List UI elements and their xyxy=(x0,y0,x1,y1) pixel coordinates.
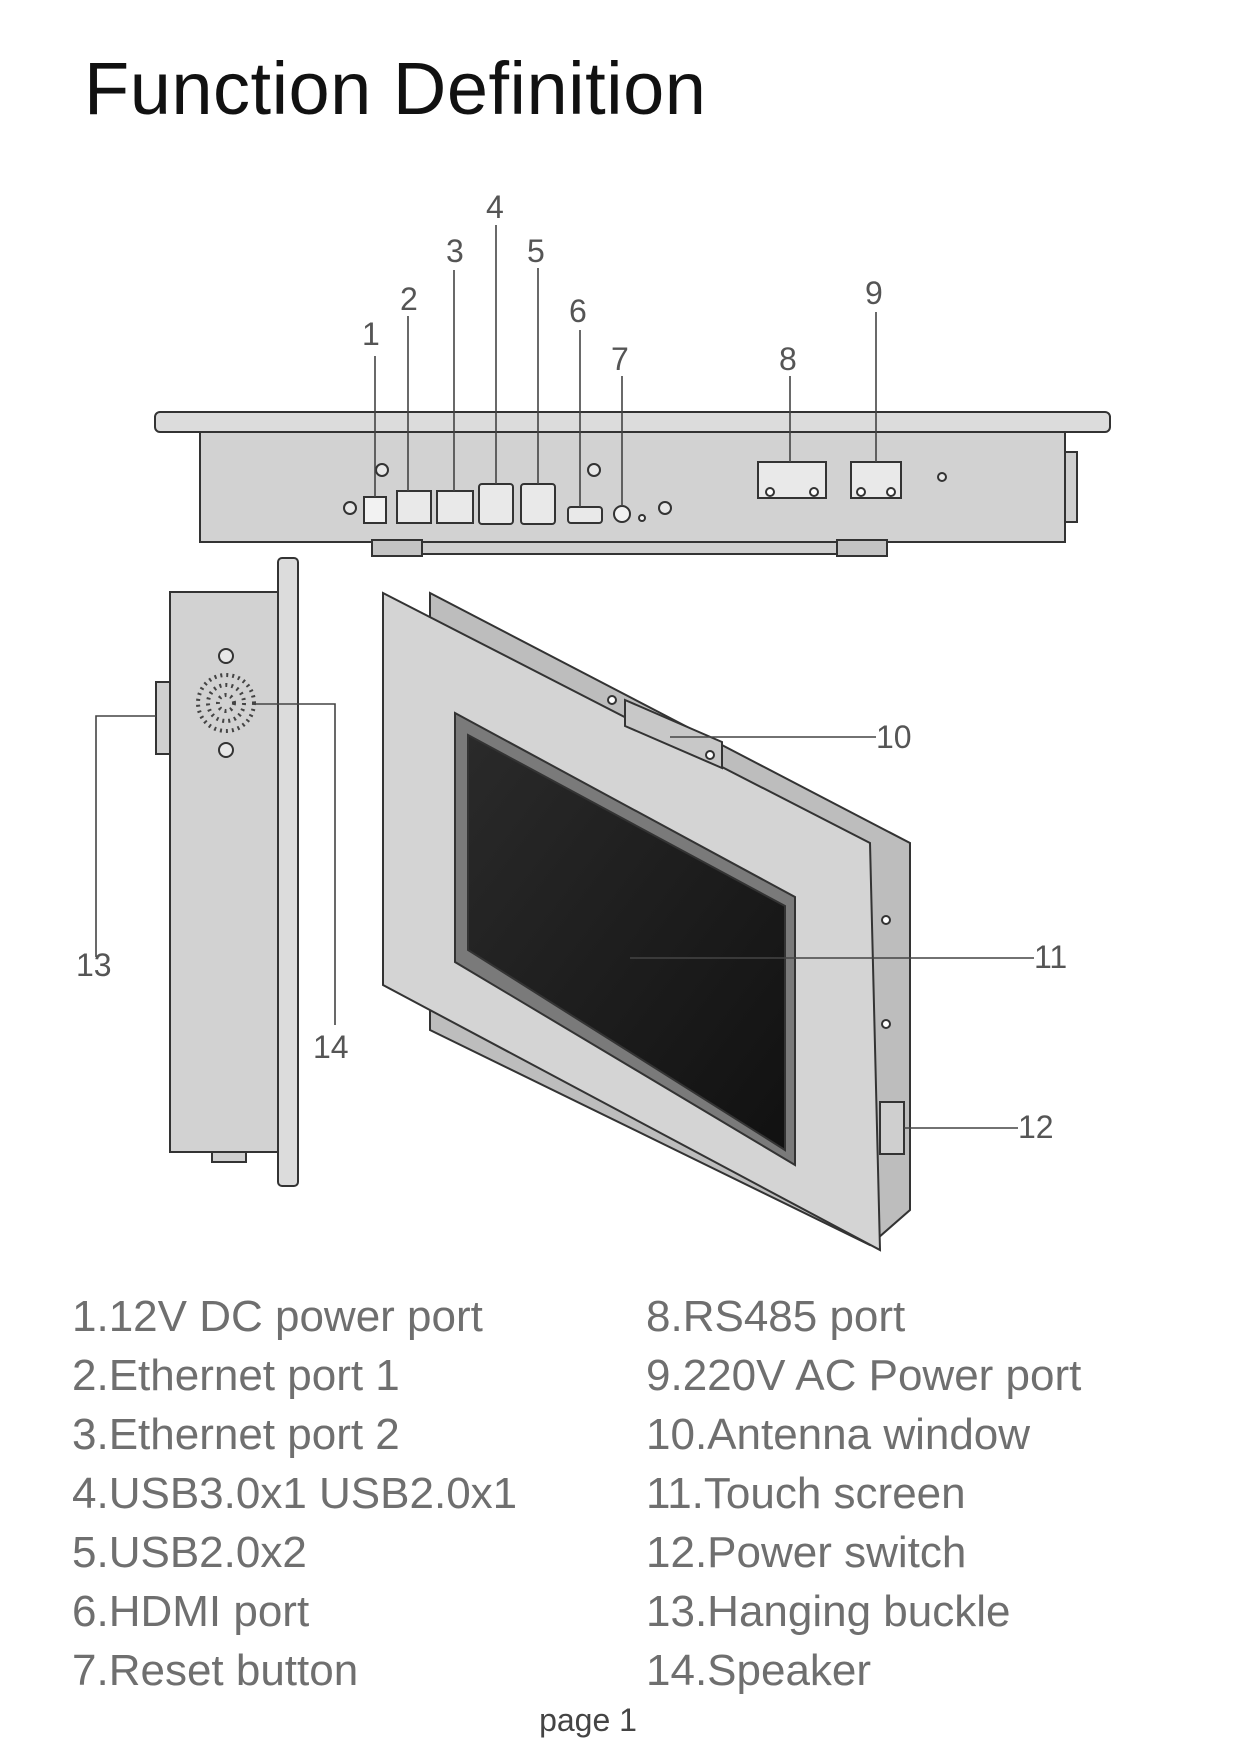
page-title: Function Definition xyxy=(84,47,707,130)
callout-14: 14 xyxy=(313,1029,349,1065)
screw-icon xyxy=(881,1019,891,1029)
screw-icon xyxy=(886,487,896,497)
screw-icon xyxy=(607,695,617,705)
legend-item: 5.USB2.0x2 xyxy=(72,1528,307,1577)
screw-icon xyxy=(705,750,715,760)
callout-10: 10 xyxy=(876,719,912,755)
screw-icon xyxy=(856,487,866,497)
perspective-view xyxy=(382,591,911,1252)
screw-icon xyxy=(587,463,601,477)
leader-lines xyxy=(95,225,1034,1129)
screw-icon xyxy=(218,648,234,664)
power-switch-part xyxy=(879,1101,905,1155)
legend-item: 11.Touch screen xyxy=(646,1469,966,1518)
ethernet-port-1 xyxy=(396,490,432,524)
legend-item: 4.USB3.0x1 USB2.0x1 xyxy=(72,1469,518,1518)
rear-housing xyxy=(199,431,1066,543)
legend-left-column: 1.12V DC power port 2.Ethernet port 1 3.… xyxy=(72,1287,517,1700)
speaker-grille-core xyxy=(216,693,236,713)
callout-2: 2 xyxy=(400,281,418,317)
callout-1: 1 xyxy=(362,316,380,352)
top-view xyxy=(154,411,1111,557)
callout-8: 8 xyxy=(779,341,797,377)
hdmi-port xyxy=(567,506,603,524)
screw-icon xyxy=(218,742,234,758)
reset-pinhole xyxy=(638,514,646,522)
front-bezel-edge xyxy=(154,411,1111,433)
callout-11: 11 xyxy=(1034,939,1067,975)
reset-button xyxy=(613,505,631,523)
ethernet-port-2 xyxy=(436,490,474,524)
legend-item: 7.Reset button xyxy=(72,1646,359,1695)
side-housing xyxy=(169,591,279,1153)
screw-icon xyxy=(658,501,672,515)
callout-12: 12 xyxy=(1018,1109,1054,1145)
legend-item: 13.Hanging buckle xyxy=(646,1587,1011,1636)
indicator-hole xyxy=(937,472,947,482)
legend-item: 8.RS485 port xyxy=(646,1292,906,1341)
page-number: page 1 xyxy=(539,1702,637,1738)
callout-numbers: 1 2 3 4 5 6 7 8 9 10 11 12 13 14 xyxy=(76,189,1067,1145)
legend-item: 9.220V AC Power port xyxy=(646,1351,1082,1400)
bracket-clip-left xyxy=(371,539,423,557)
legend-item: 10.Antenna window xyxy=(646,1410,1031,1459)
dc-power-port xyxy=(363,496,387,524)
legend-item: 12.Power switch xyxy=(646,1528,967,1577)
screw-icon xyxy=(809,487,819,497)
legend-item: 14.Speaker xyxy=(646,1646,872,1695)
callout-4: 4 xyxy=(486,189,504,225)
legend-item: 3.Ethernet port 2 xyxy=(72,1410,400,1459)
antenna-window xyxy=(624,698,723,770)
callout-3: 3 xyxy=(446,233,464,269)
callout-6: 6 xyxy=(569,293,587,329)
usb-port-combo xyxy=(478,483,514,525)
bottom-foot xyxy=(211,1151,247,1163)
hanging-buckle-part xyxy=(155,681,171,755)
bracket-bar xyxy=(371,541,888,555)
callout-5: 5 xyxy=(527,233,545,269)
bracket-clip-right xyxy=(836,539,888,557)
legend-item: 1.12V DC power port xyxy=(72,1292,483,1341)
legend-item: 6.HDMI port xyxy=(72,1587,310,1636)
callout-13: 13 xyxy=(76,947,112,983)
callout-7: 7 xyxy=(611,341,629,377)
screw-icon xyxy=(375,463,389,477)
callout-9: 9 xyxy=(865,275,883,311)
screw-icon xyxy=(765,487,775,497)
speaker-grille xyxy=(196,673,256,733)
touch-screen xyxy=(467,733,786,1152)
side-view xyxy=(155,557,299,1187)
side-bezel xyxy=(277,557,299,1187)
speaker-grille-inner xyxy=(206,683,246,723)
legend-item: 2.Ethernet port 1 xyxy=(72,1351,400,1400)
usb-port-dual xyxy=(520,483,556,525)
screw-icon xyxy=(881,915,891,925)
legend-right-column: 8.RS485 port 9.220V AC Power port 10.Ant… xyxy=(646,1287,1081,1700)
screw-icon xyxy=(343,501,357,515)
side-tab xyxy=(1064,451,1078,523)
